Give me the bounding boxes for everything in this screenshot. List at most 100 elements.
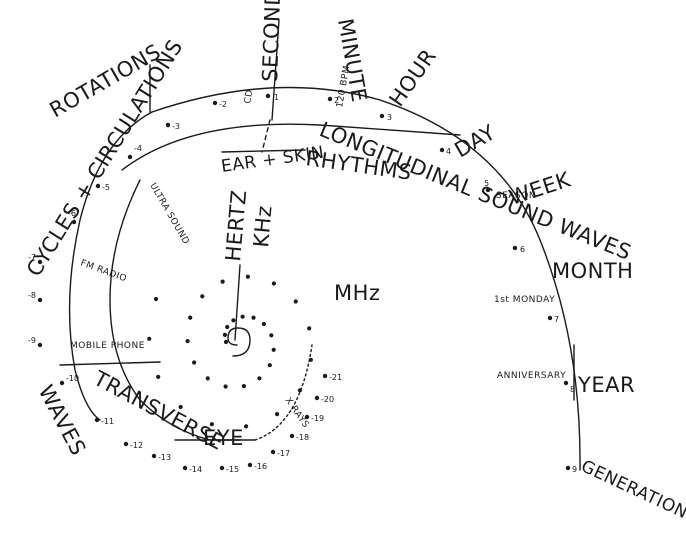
spiral-dot <box>240 314 245 319</box>
spiral-dot <box>308 357 313 362</box>
second-dashed-line <box>261 119 271 153</box>
num-m3: -3 <box>172 122 180 131</box>
spiral-dot <box>231 318 236 323</box>
season-label: SEASON <box>496 191 536 201</box>
marker-dot-m4 <box>127 154 133 160</box>
spiral-dot <box>220 279 225 284</box>
hour-label: HOUR <box>384 44 441 110</box>
num-m11: -11 <box>101 417 114 426</box>
spiral-dot <box>244 424 249 429</box>
num-2: 2 <box>334 96 339 105</box>
marker-dot-4 <box>439 147 445 153</box>
spiral-dot <box>271 281 276 286</box>
marker-dot-m9 <box>37 342 43 348</box>
spiral-dot <box>188 315 193 320</box>
spiral-core <box>227 327 251 357</box>
num-m2: -2 <box>219 100 227 109</box>
spiral-dot <box>267 363 272 368</box>
spiral-dot <box>251 315 256 320</box>
num-m5: -5 <box>102 183 110 192</box>
marker-dot-m20 <box>314 395 320 401</box>
second-label: SECOND <box>258 0 285 82</box>
spiral-dot <box>257 376 262 381</box>
spiral-dot <box>241 384 246 389</box>
marker-dot-m17 <box>270 449 276 455</box>
generation-label: GENERATION <box>578 456 686 523</box>
marker-dot-8 <box>563 380 569 386</box>
num-m6: -6 <box>68 209 76 218</box>
cd-label: CD <box>243 89 255 105</box>
num-m10: -10 <box>66 374 79 383</box>
num-m21: -21 <box>329 373 342 382</box>
spiral-dot <box>307 326 312 331</box>
marker-dot-m3 <box>165 122 171 128</box>
spiral-dot <box>293 299 298 304</box>
fm-radio-label: FM RADIO <box>79 258 128 284</box>
marker-dot-m11 <box>94 417 100 423</box>
num-4: 4 <box>446 147 451 156</box>
num-m9: -9 <box>28 336 36 345</box>
spiral-dot <box>209 422 214 427</box>
spiral-dot <box>261 321 266 327</box>
num-7: 7 <box>554 315 559 324</box>
marker-dot-1 <box>265 93 271 99</box>
ear-skin-bracket <box>221 149 306 153</box>
mhz-label: MHz <box>334 281 380 305</box>
day-label: DAY <box>451 120 500 162</box>
num-3: 3 <box>387 113 392 122</box>
central-dotted-spiral <box>147 274 313 429</box>
num-m18: -18 <box>296 433 309 442</box>
spiral-dot <box>297 388 302 393</box>
spiral-dot <box>223 339 229 345</box>
marker-dot-m2 <box>212 100 218 106</box>
spiral-dot <box>223 384 228 389</box>
marker-dot-m19 <box>304 414 310 420</box>
transverse-line <box>59 361 161 366</box>
marker-dot-m12 <box>123 441 129 447</box>
spiral-dot <box>222 332 227 337</box>
spiral-dot <box>192 360 197 365</box>
marker-dot-m15 <box>219 465 225 471</box>
year-label: YEAR <box>577 373 635 397</box>
outer-spiral-arc <box>151 86 581 471</box>
num-m16: -16 <box>254 462 267 471</box>
num-5: 5 <box>484 179 489 188</box>
num-m19: -19 <box>311 414 324 423</box>
num-m14: -14 <box>189 465 202 474</box>
ultra-sound-label: ULTRA SOUND <box>147 182 190 247</box>
outer-spiral-arc-left <box>68 111 153 421</box>
num-8: 8 <box>570 385 575 394</box>
spiral-dot <box>147 336 152 341</box>
marker-dot-m6 <box>71 219 77 225</box>
marker-dot-m7 <box>37 259 43 265</box>
spiral-dot <box>225 324 230 330</box>
marker-dot-m8 <box>37 297 43 303</box>
num-m12: -12 <box>130 441 143 450</box>
first-monday-label: 1st MONDAY <box>494 295 555 305</box>
spiral-dot <box>271 347 276 352</box>
num-1: 1 <box>274 93 279 102</box>
spiral-dot <box>178 404 183 410</box>
marker-dot-m5 <box>95 183 101 189</box>
month-label: MONTH <box>552 259 633 283</box>
inner-band-arc-lower <box>109 179 241 441</box>
spiral-dot <box>275 412 280 417</box>
x-rays-label: X RAYS <box>283 396 311 430</box>
num-m8: -8 <box>28 291 36 300</box>
khz-label: KHz <box>249 204 277 248</box>
marker-dot-m10 <box>59 380 65 386</box>
inner-band-arc <box>121 123 461 171</box>
spiral-dot <box>153 296 159 302</box>
hertz-label: HERTZ <box>221 189 251 263</box>
marker-dot-5 <box>485 187 491 193</box>
spiral-dot <box>269 333 274 338</box>
spiral-dot <box>156 374 161 379</box>
num-m15: -15 <box>226 465 239 474</box>
mobile-phone-label: MOBILE PHONE <box>70 341 145 351</box>
num-m17: -17 <box>277 449 290 458</box>
num-9: 9 <box>572 465 577 474</box>
spiral-dot <box>185 339 190 344</box>
marker-dot-7 <box>547 315 553 321</box>
num-6: 6 <box>520 245 525 254</box>
